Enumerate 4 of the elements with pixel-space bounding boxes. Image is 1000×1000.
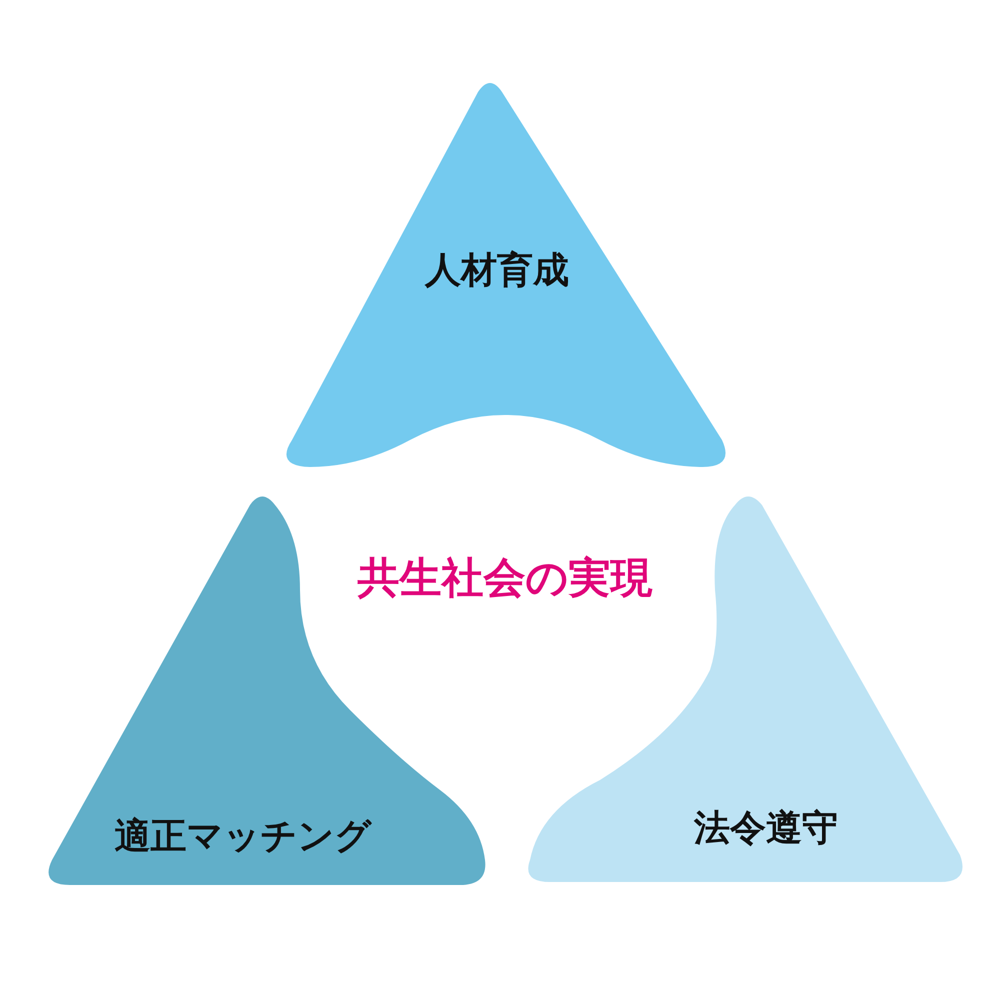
center-heading: 共生社会の実現 (358, 557, 652, 599)
node-label: 法令遵守 (694, 810, 838, 846)
node-label: 適正マッチング (114, 818, 372, 854)
node-label: 人材育成 (425, 252, 569, 288)
